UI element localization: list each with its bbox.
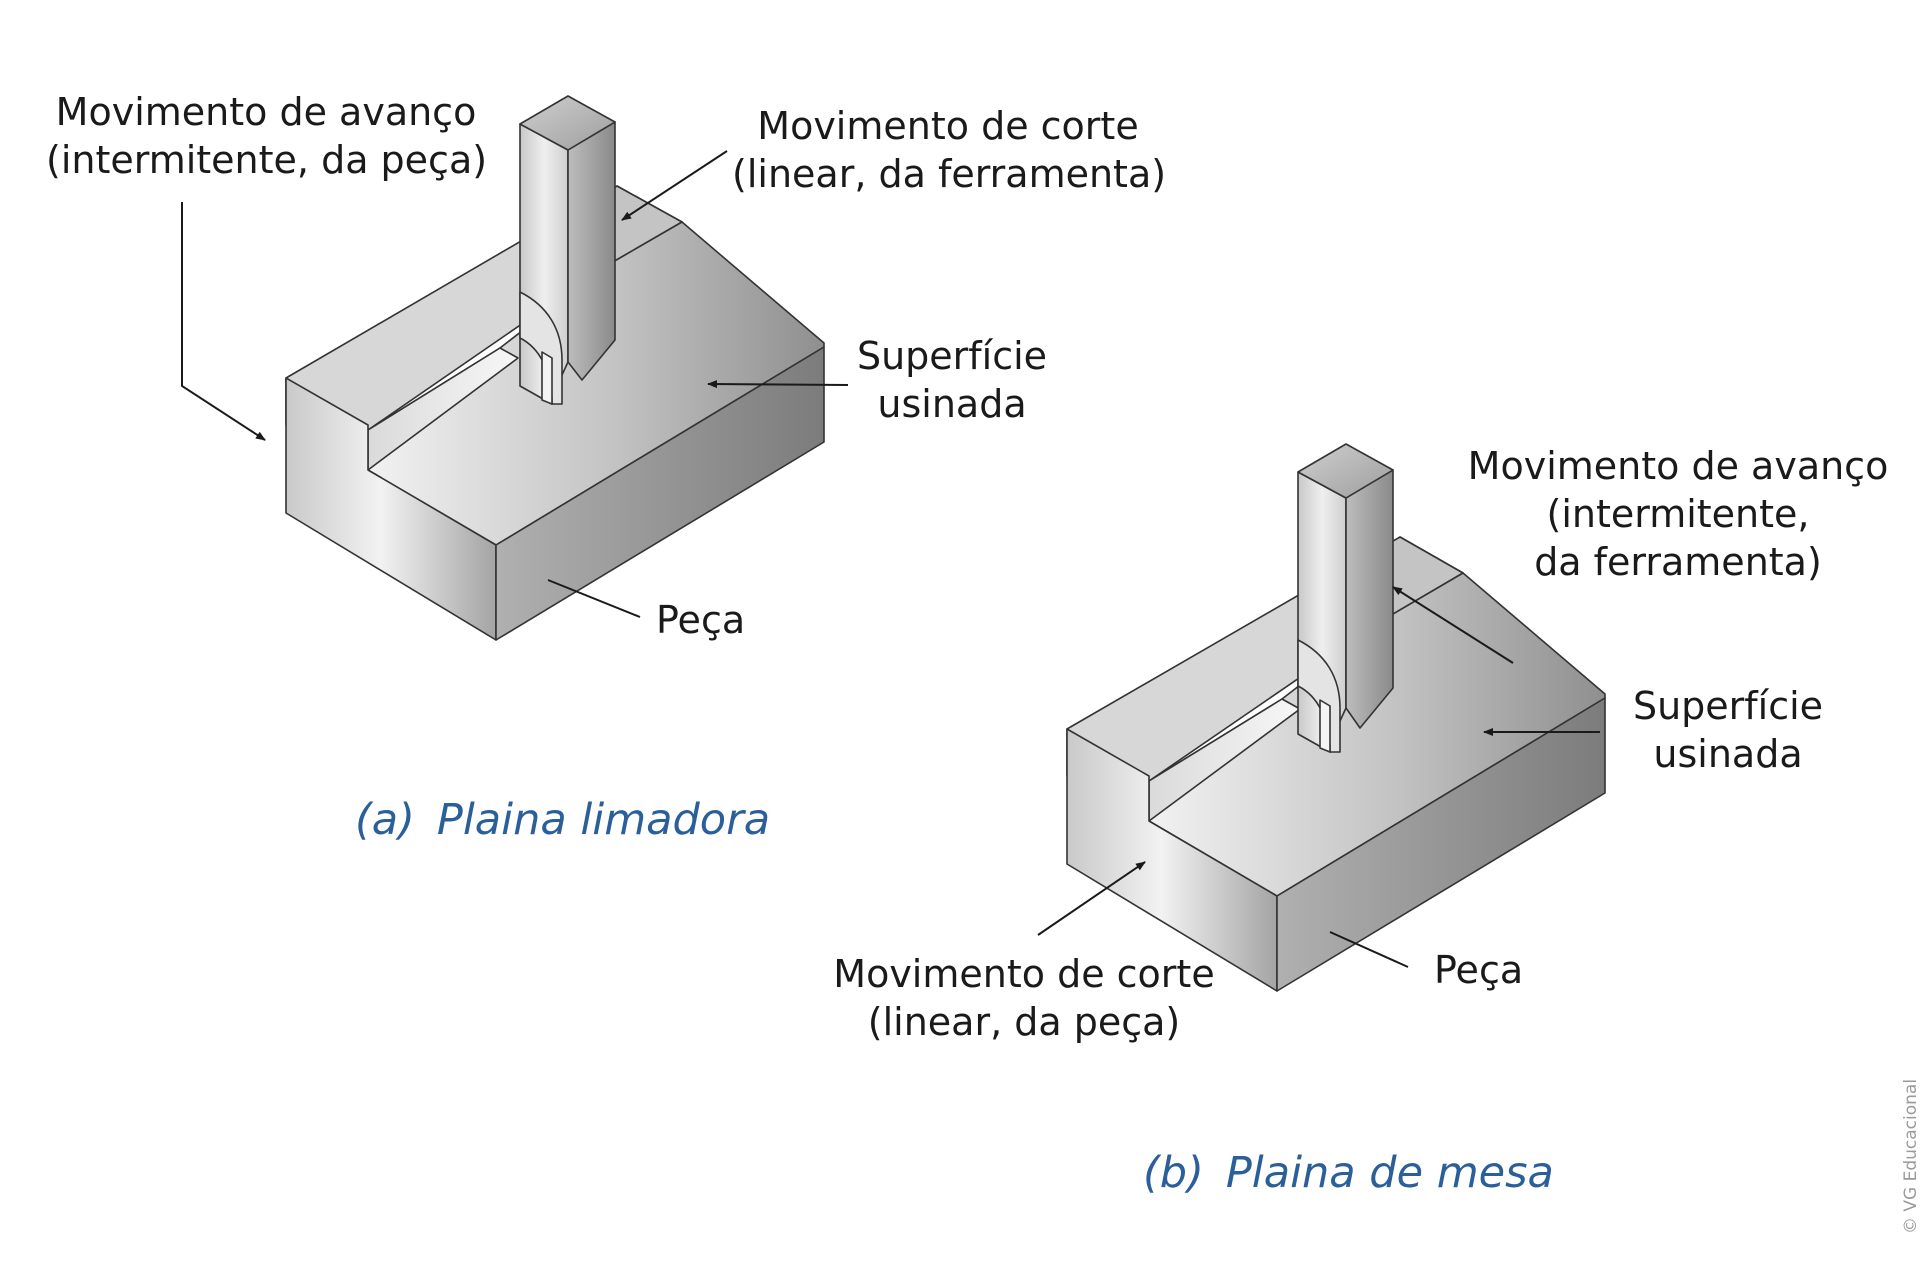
caption-a-title: Plaina limadora: [436, 795, 771, 845]
diagram-b-illustration: [1066, 443, 1606, 992]
label-b-workpiece: Peça: [1434, 948, 1524, 992]
tool-shank-right-face: [1345, 469, 1394, 729]
leader-a-part: [547, 579, 641, 618]
copyright-credit: © VG Educacional: [1901, 1078, 1920, 1234]
label-a-workpiece: Peça: [656, 598, 746, 642]
workpiece-right-face: [495, 346, 825, 641]
label-a-cutting-motion: Movimento de corte (linear, da ferrament…: [732, 104, 1167, 196]
tool-cutting-tip: [1319, 699, 1331, 753]
leader-a-cut: [621, 150, 728, 221]
label-b-feed-motion: Movimento de avanço (intermitente, da fe…: [1467, 444, 1889, 584]
leader-a-feed: [181, 202, 266, 441]
leader-b-part: [1329, 931, 1409, 968]
label-b-machined-surface: Superfície usinada: [1632, 684, 1824, 776]
caption-a-letter: (a): [355, 795, 415, 845]
tool-cutting-tip: [541, 351, 553, 405]
tool-shank-right-face: [567, 121, 616, 381]
leader-b-feed: [1392, 586, 1514, 664]
label-a-machined-surface: Superfície usinada: [856, 334, 1048, 426]
caption-b-title: Plaina de mesa: [1225, 1148, 1554, 1198]
caption-b-letter: (b): [1143, 1148, 1204, 1198]
leader-a-surface: [707, 380, 849, 389]
leader-b-cut: [1037, 861, 1146, 936]
diagram-a-illustration: [285, 95, 825, 641]
caption-a: (a) Plaina limadora: [355, 794, 770, 846]
workpiece-right-face: [1276, 697, 1606, 992]
caption-b: (b) Plaina de mesa: [1143, 1147, 1554, 1199]
tool-top-face: [519, 95, 616, 151]
tool-top-face: [1297, 443, 1394, 499]
label-b-cutting-motion: Movimento de corte (linear, da peça): [833, 952, 1215, 1044]
label-a-feed-motion: Movimento de avanço (intermitente, da pe…: [46, 90, 488, 182]
